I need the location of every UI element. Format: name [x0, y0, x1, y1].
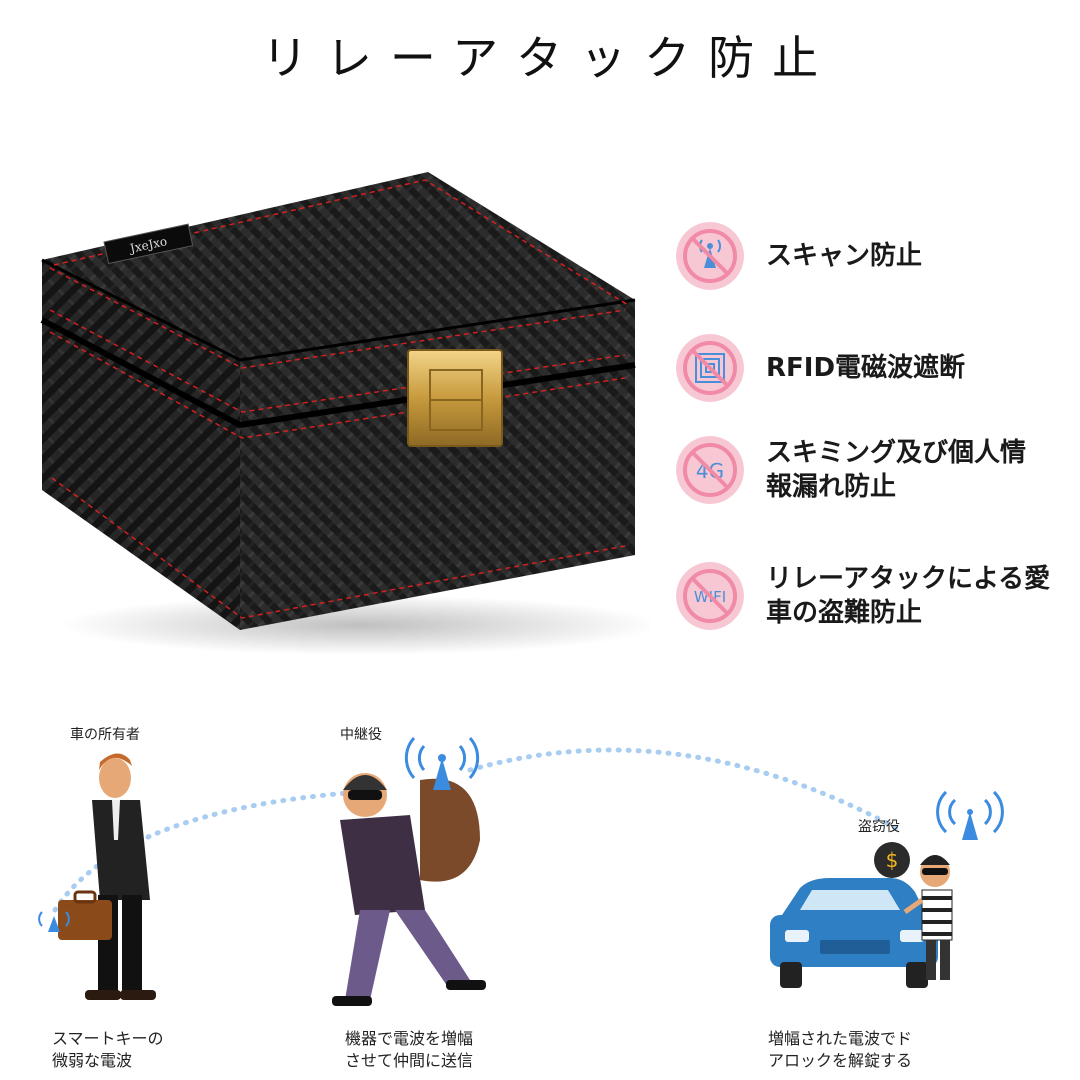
- dollar-sign: $: [886, 848, 899, 872]
- relay-thief-figure: [332, 737, 486, 1006]
- caption-line: 微弱な電波: [52, 1051, 133, 1070]
- loot-sack: [420, 778, 480, 882]
- no-4g-icon: 4G: [676, 436, 744, 504]
- thief-caption: 増幅された電波でド アロックを解錠する: [768, 1028, 912, 1072]
- feature-text: スキャン防止: [766, 241, 923, 271]
- no-rfid-icon: [676, 334, 744, 402]
- no-wifi-icon: WIFI: [676, 562, 744, 630]
- owner-caption: スマートキーの 微弱な電波: [52, 1028, 164, 1072]
- feature-text-line: 車の盗難防止: [766, 598, 923, 628]
- caption-line: 増幅された電波でド: [768, 1029, 913, 1048]
- briefcase: [58, 900, 112, 940]
- car-thief-figure: $: [874, 790, 1004, 980]
- signal-path-owner-to-relay: [52, 789, 363, 913]
- page-title: リレーアタック防止: [261, 31, 837, 85]
- relay-attack-scene: $ 車の所有者 中継役 盗窃役 スマートキーの 微弱な電波 機器で電波を増幅 さ: [0, 700, 1080, 1080]
- signal-path-relay-to-thief: [467, 747, 903, 833]
- feature-relay-attack-protection: WIFI リレーアタックによる愛 車の盗難防止: [676, 562, 1050, 630]
- caption-line: 機器で電波を増幅: [345, 1029, 474, 1048]
- relay-signal-icon: [433, 758, 451, 790]
- car-illustration: [770, 878, 938, 988]
- feature-skimming-protection: 4G スキミング及び個人情 報漏れ防止: [676, 436, 1026, 504]
- relay-label: 中継役: [340, 727, 382, 743]
- feature-scan-protection: スキャン防止: [676, 222, 922, 290]
- owner-figure: [38, 753, 156, 1000]
- no-signal-icon: [676, 222, 744, 290]
- caption-line: スマートキーの: [52, 1029, 164, 1048]
- caption-line: させて仲間に送信: [345, 1051, 474, 1070]
- feature-text: RFID電磁波遮断: [766, 353, 966, 383]
- product-box-image: JxeJxo: [40, 172, 650, 655]
- relay-attack-illustration: $: [38, 737, 1004, 1006]
- owner-label: 車の所有者: [70, 727, 140, 743]
- feature-text-line: 報漏れ防止: [766, 472, 897, 502]
- feature-text-line: リレーアタックによる愛: [766, 564, 1051, 594]
- thief-label: 盗窃役: [858, 819, 900, 835]
- thief-signal-icon: [962, 812, 978, 840]
- relay-caption: 機器で電波を増幅 させて仲間に送信: [345, 1028, 473, 1072]
- feature-text-line: スキミング及び個人情: [766, 438, 1027, 468]
- key-signal-icon: [48, 916, 60, 932]
- feature-rfid-block: RFID電磁波遮断: [676, 334, 965, 402]
- caption-line: アロックを解錠する: [768, 1051, 913, 1070]
